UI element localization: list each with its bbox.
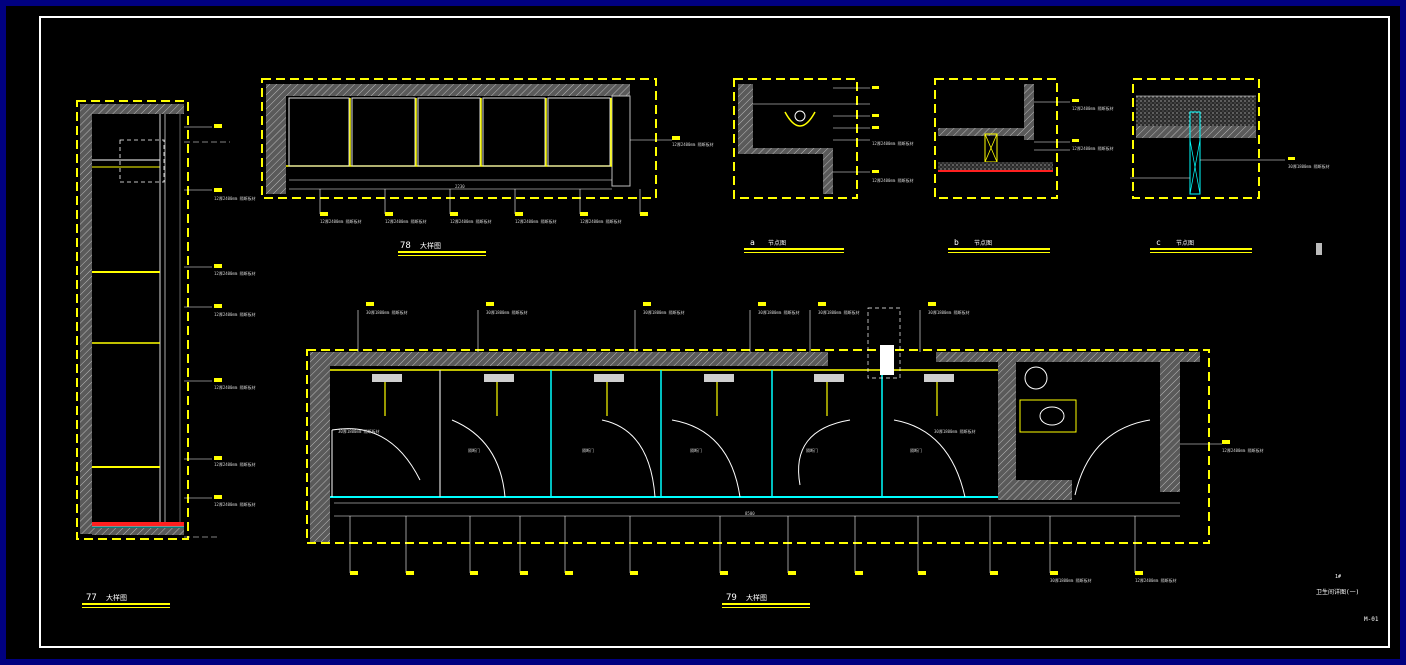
svg-text:30厚1800mm 隔断板材: 30厚1800mm 隔断板材 — [486, 309, 528, 315]
svg-text:12厚2400mm 隔断板材: 12厚2400mm 隔断板材 — [515, 218, 557, 224]
title-77: 77 大样图 — [82, 593, 170, 608]
svg-text:大样图: 大样图 — [106, 593, 127, 602]
svg-text:30厚1800mm 隔断板材: 30厚1800mm 隔断板材 — [643, 309, 685, 315]
svg-text:卫生间详图(一): 卫生间详图(一) — [1316, 588, 1359, 596]
svg-text:30厚1800mm 隔断板材: 30厚1800mm 隔断板材 — [758, 309, 800, 315]
svg-text:隔断门: 隔断门 — [806, 447, 818, 453]
svg-text:12厚2400mm 隔断板材: 12厚2400mm 隔断板材 — [1072, 105, 1114, 111]
drawing-sheet: 12厚2400mm 隔断板材 12厚2400mm 隔断板材 12厚2400mm … — [6, 6, 1400, 659]
svg-text:12厚2400mm 隔断板材: 12厚2400mm 隔断板材 — [872, 140, 914, 146]
svg-text:c: c — [1156, 238, 1161, 247]
view-79-plan: 30厚1800mm 隔断板材 12厚2400mm 隔断板材 8500 30厚18… — [306, 302, 1264, 583]
svg-text:30厚1800mm 隔断板材: 30厚1800mm 隔断板材 — [366, 309, 408, 315]
svg-text:12厚2400mm 隔断板材: 12厚2400mm 隔断板材 — [1135, 577, 1177, 583]
svg-text:节点图: 节点图 — [768, 239, 786, 247]
svg-text:12厚2400mm 隔断板材: 12厚2400mm 隔断板材 — [580, 218, 622, 224]
svg-text:隔断门: 隔断门 — [468, 447, 480, 453]
svg-text:大样图: 大样图 — [420, 241, 441, 250]
svg-text:79: 79 — [726, 593, 737, 603]
svg-text:b: b — [954, 238, 959, 247]
view-77-elevation: 12厚2400mm 隔断板材 12厚2400mm 隔断板材 12厚2400mm … — [76, 100, 256, 540]
svg-text:2230: 2230 — [455, 184, 465, 189]
title-79: 79 大样图 — [722, 593, 810, 608]
svg-text:12厚2400mm 隔断板材: 12厚2400mm 隔断板材 — [320, 218, 362, 224]
svg-text:12厚2400mm 隔断板材: 12厚2400mm 隔断板材 — [450, 218, 492, 224]
node-c-detail: 30厚1800mm 隔断板材 — [1130, 78, 1330, 199]
svg-text:12厚2400mm 隔断板材: 12厚2400mm 隔断板材 — [1072, 145, 1114, 151]
svg-text:节点图: 节点图 — [1176, 239, 1194, 247]
svg-text:30厚1800mm 隔断板材: 30厚1800mm 隔断板材 — [1288, 163, 1330, 169]
title-block: 1# 卫生间详图(一) M-01 — [1316, 243, 1379, 623]
svg-text:30厚1800mm 隔断板材: 30厚1800mm 隔断板材 — [338, 428, 380, 434]
cad-drawing: 12厚2400mm 隔断板材 12厚2400mm 隔断板材 12厚2400mm … — [39, 16, 1390, 648]
sheet-border — [39, 16, 1390, 648]
svg-text:12厚2400mm 隔断板材: 12厚2400mm 隔断板材 — [214, 311, 256, 317]
title-78: 78 大样图 — [398, 241, 486, 256]
svg-text:30厚1800mm 隔断板材: 30厚1800mm 隔断板材 — [818, 309, 860, 315]
svg-text:12厚2400mm 隔断板材: 12厚2400mm 隔断板材 — [214, 195, 256, 201]
svg-text:a: a — [750, 238, 755, 247]
title-c: c 节点图 — [1150, 238, 1252, 253]
svg-text:大样图: 大样图 — [746, 593, 767, 602]
svg-text:30厚1800mm 隔断板材: 30厚1800mm 隔断板材 — [934, 428, 976, 434]
title-b: b 节点图 — [948, 238, 1050, 253]
svg-text:12厚2400mm 隔断板材: 12厚2400mm 隔断板材 — [214, 270, 256, 276]
svg-text:12厚2400mm 隔断板材: 12厚2400mm 隔断板材 — [672, 141, 714, 147]
svg-text:隔断门: 隔断门 — [582, 447, 594, 453]
svg-text:30厚1800mm 隔断板材: 30厚1800mm 隔断板材 — [928, 309, 970, 315]
title-a: a 节点图 — [744, 238, 844, 253]
svg-text:12厚2400mm 隔断板材: 12厚2400mm 隔断板材 — [214, 461, 256, 467]
svg-text:78: 78 — [400, 241, 411, 251]
svg-text:隔断门: 隔断门 — [690, 447, 702, 453]
svg-text:隔断门: 隔断门 — [910, 447, 922, 453]
svg-text:12厚2400mm 隔断板材: 12厚2400mm 隔断板材 — [1222, 447, 1264, 453]
svg-text:12厚2400mm 隔断板材: 12厚2400mm 隔断板材 — [872, 177, 914, 183]
svg-text:12厚2400mm 隔断板材: 12厚2400mm 隔断板材 — [214, 501, 256, 507]
node-b-detail: 12厚2400mm 隔断板材 12厚2400mm 隔断板材 — [934, 78, 1114, 199]
svg-text:1#: 1# — [1335, 574, 1341, 580]
svg-text:8500: 8500 — [745, 511, 755, 516]
svg-text:30厚1800mm 隔断板材: 30厚1800mm 隔断板材 — [1050, 577, 1092, 583]
svg-text:77: 77 — [86, 593, 97, 603]
svg-text:M-01: M-01 — [1364, 616, 1379, 623]
node-a-detail: 12厚2400mm 隔断板材 12厚2400mm 隔断板材 — [733, 78, 914, 199]
svg-text:节点图: 节点图 — [974, 239, 992, 247]
svg-text:12厚2400mm 隔断板材: 12厚2400mm 隔断板材 — [385, 218, 427, 224]
svg-text:12厚2400mm 隔断板材: 12厚2400mm 隔断板材 — [214, 384, 256, 390]
view-78-elevation: 12厚2400mm 隔断板材 12厚2400mm 隔断板材 12厚2400mm … — [261, 78, 714, 224]
